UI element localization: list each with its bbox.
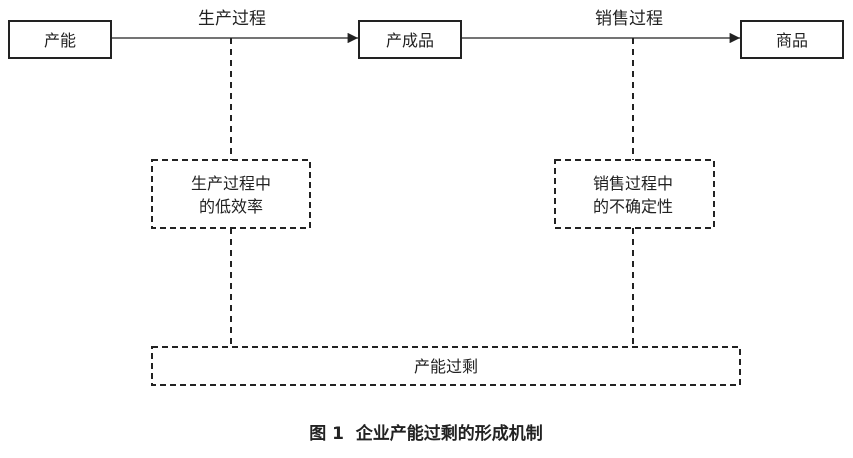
node-goods: 商品: [740, 20, 844, 59]
node-product: 产成品: [358, 20, 462, 59]
node-capacity-label: 产能: [44, 31, 76, 50]
edge-label-production-process: 生产过程: [198, 9, 266, 29]
node-production-inefficiency-line1: 生产过程中: [191, 174, 271, 193]
node-overcapacity-label: 产能过剩: [414, 357, 478, 376]
node-overcapacity: 产能过剩: [151, 346, 741, 386]
node-goods-label: 商品: [776, 31, 808, 50]
figure-caption: 图 1 企业产能过剩的形成机制: [309, 423, 543, 444]
node-sales-uncertainty: 销售过程中 的不确定性: [554, 159, 715, 229]
node-capacity: 产能: [8, 20, 112, 59]
node-product-label: 产成品: [386, 31, 434, 50]
node-production-inefficiency-line2: 的低效率: [199, 197, 263, 216]
edge-label-sales-process: 销售过程: [595, 9, 663, 29]
node-sales-uncertainty-line2: 的不确定性: [593, 197, 673, 216]
node-sales-uncertainty-line1: 销售过程中: [593, 174, 673, 193]
node-production-inefficiency: 生产过程中 的低效率: [151, 159, 311, 229]
